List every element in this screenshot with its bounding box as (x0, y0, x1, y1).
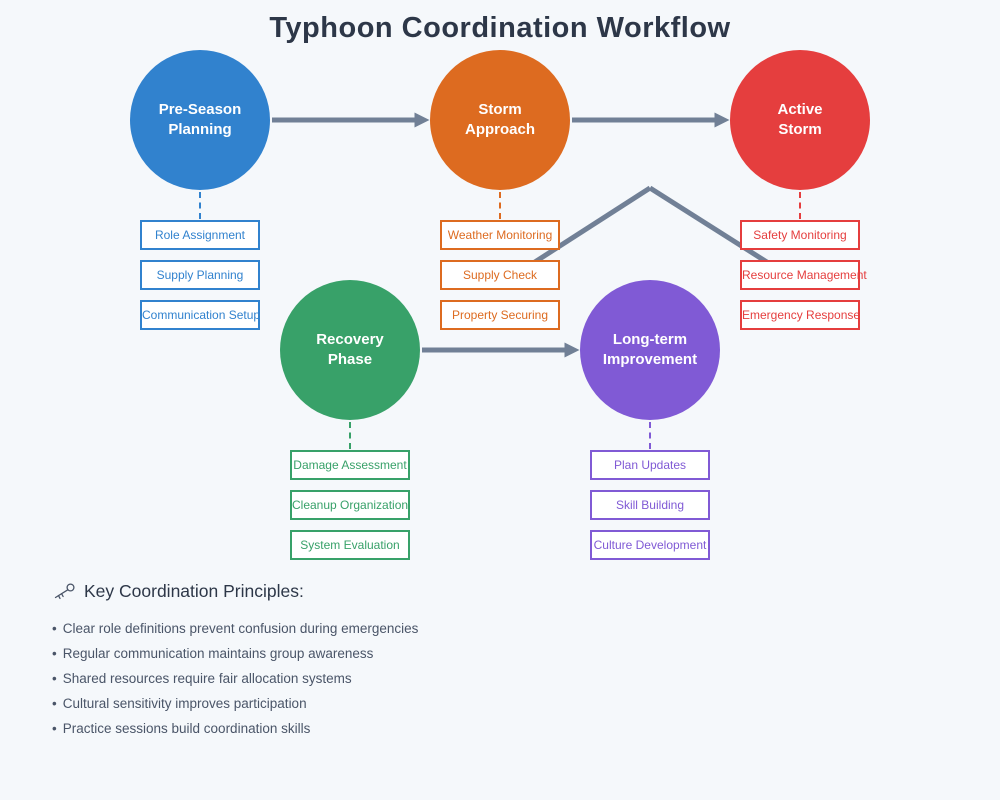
principles-section: Key Coordination Principles: • Clear role… (52, 581, 612, 741)
task-box: Plan Updates (590, 450, 710, 480)
task-box: Cleanup Organization (290, 490, 410, 520)
bullet-glyph: • (52, 671, 57, 686)
phase-label-line: Approach (464, 121, 535, 138)
phase-circle-storm-approach: Storm Approach (430, 50, 570, 190)
dashed-connector (799, 192, 801, 219)
principles-heading: Key Coordination Principles: (52, 581, 612, 602)
phase-label-line: Phase (327, 351, 373, 368)
bullet-glyph: • (52, 696, 57, 711)
principle-item: • Cultural sensitivity improves participa… (52, 691, 612, 716)
phase-circle-recovery-phase: Recovery Phase (280, 280, 420, 420)
principle-item: • Shared resources require fair allocatio… (52, 666, 612, 691)
dashed-connector (349, 422, 351, 449)
dashed-connector (499, 192, 501, 219)
phase-label-line: Storm (778, 121, 822, 138)
phase-circle-pre-season-planning: Pre-Season Planning (130, 50, 270, 190)
task-box: System Evaluation (290, 530, 410, 560)
phase-label-line: Planning (168, 121, 232, 138)
principle-text: Shared resources require fair allocation… (62, 671, 352, 686)
task-box: Resource Management (740, 260, 867, 290)
phase-label-line: Pre-Season (158, 100, 242, 118)
task-box: Emergency Response (740, 300, 860, 330)
page-title: Typhoon Coordination Workflow (269, 12, 731, 44)
dashed-connector (199, 192, 201, 219)
task-box: Supply Planning (140, 260, 260, 290)
phase-circle-active-storm: Active Storm (730, 50, 870, 190)
task-box: Safety Monitoring (740, 220, 860, 250)
principle-text: Clear role definitions prevent confusion… (62, 621, 419, 636)
task-box: Property Securing (440, 300, 560, 330)
principle-item: • Practice sessions build coordination sk… (52, 716, 612, 741)
principle-item: • Regular communication maintains group a… (52, 641, 612, 666)
bullet-glyph: • (52, 646, 57, 661)
phase-label-line: Long-term (612, 330, 688, 348)
bullet-glyph: • (52, 721, 57, 736)
task-box: Culture Development (590, 530, 710, 560)
principle-text: Practice sessions build coordination ski… (62, 721, 311, 736)
phase-label-line: Recovery (316, 330, 384, 348)
old-key-icon (54, 583, 75, 600)
phase-label-line: Active (777, 100, 823, 118)
task-box: Supply Check (440, 260, 560, 290)
principle-text: Cultural sensitivity improves participat… (62, 696, 307, 711)
task-box: Weather Monitoring (440, 220, 560, 250)
principle-text: Regular communication maintains group aw… (62, 646, 374, 661)
task-box: Role Assignment (140, 220, 260, 250)
task-box: Communication Setup (140, 300, 260, 330)
bullet-glyph: • (52, 621, 57, 636)
principles-heading-text: Key Coordination Principles: (84, 581, 304, 601)
principle-item: • Clear role definitions prevent confusio… (52, 616, 612, 641)
phase-label-line: Improvement (602, 351, 698, 368)
phase-label-line: Storm (478, 100, 522, 118)
phase-circle-long-term-improvement: Long-term Improvement (580, 280, 720, 420)
dashed-connector (649, 422, 651, 449)
task-box: Damage Assessment (290, 450, 410, 480)
task-box: Skill Building (590, 490, 710, 520)
